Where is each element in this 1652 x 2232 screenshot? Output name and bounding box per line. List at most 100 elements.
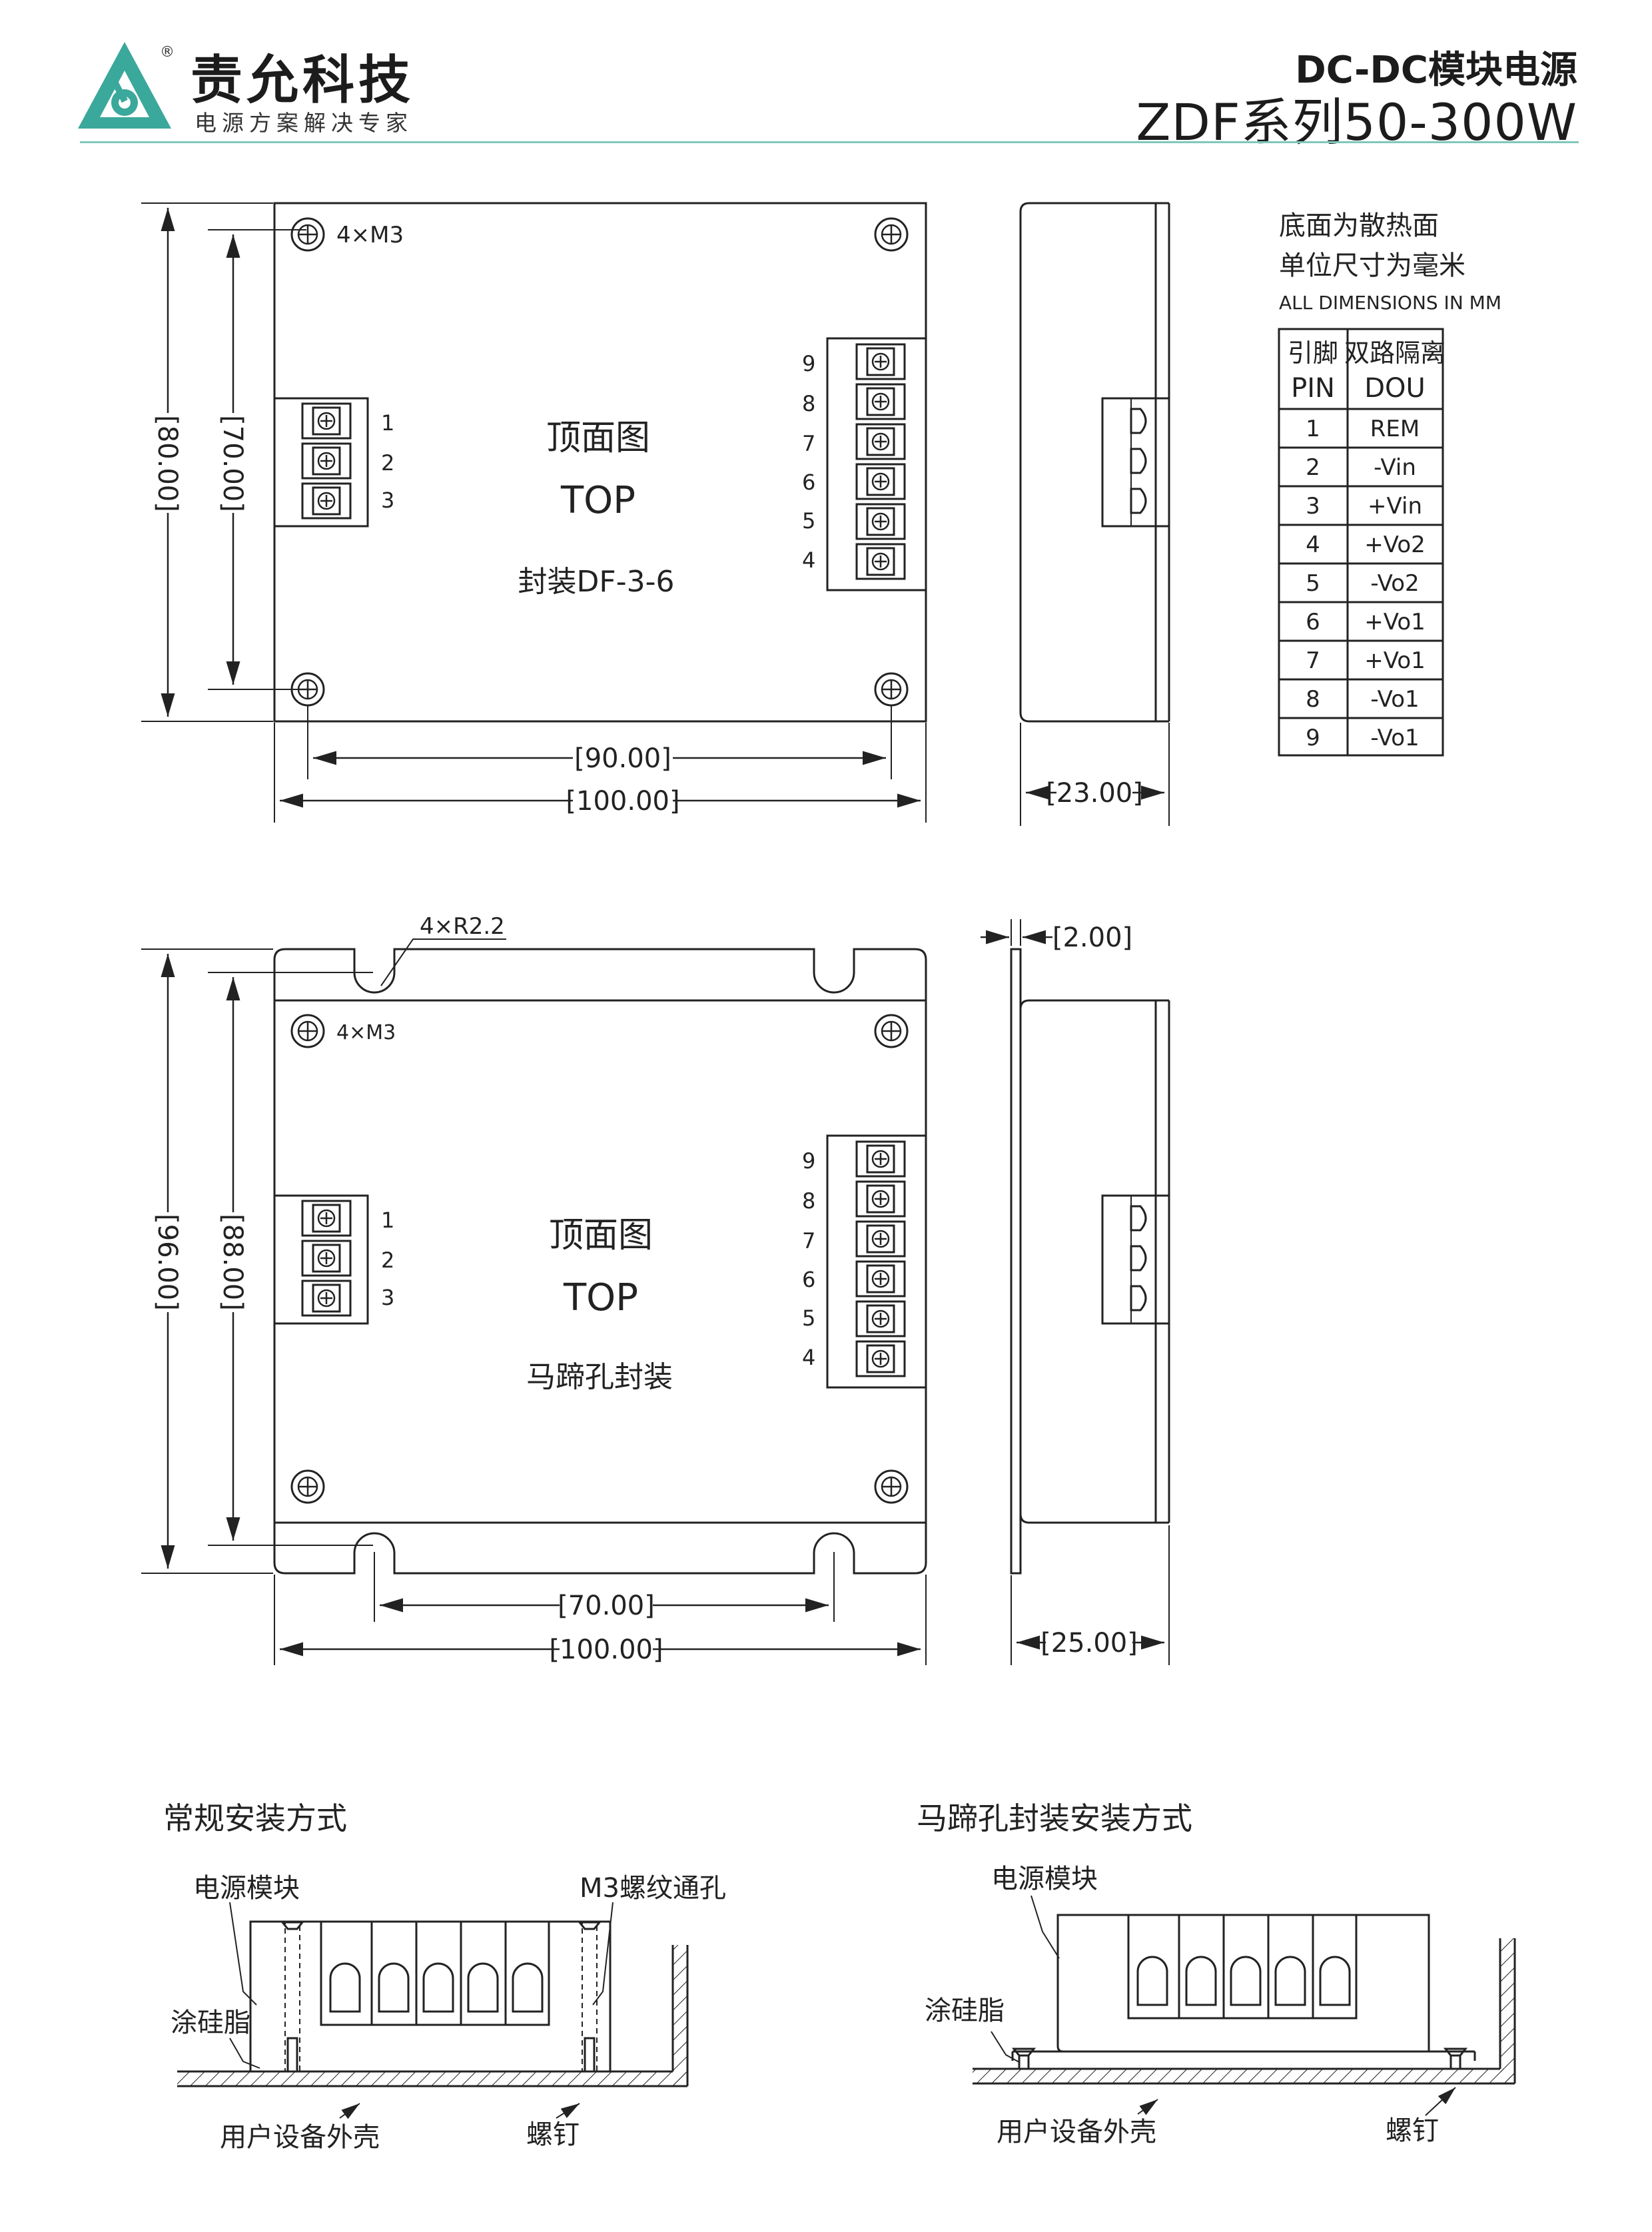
view1-right-terminals xyxy=(855,343,906,580)
view1-dim-height-outer: [80.00] xyxy=(152,415,183,512)
view1-left-terminals xyxy=(301,402,352,520)
pin-table-pin-6: 6 xyxy=(1306,609,1320,635)
pin-table-header-pin-cn: 引脚 xyxy=(1288,338,1338,368)
view1-top-drawing xyxy=(141,202,927,823)
pin-table-func-1: REM xyxy=(1370,416,1420,442)
note-all-dimensions: ALL DIMENSIONS IN MM xyxy=(1279,292,1501,314)
mount-screw-icon xyxy=(874,672,909,707)
pin-table-pin-1: 1 xyxy=(1306,416,1320,442)
brand-logo-icon xyxy=(78,42,171,129)
pin-table: 引脚 PIN 双路隔离 DOU xyxy=(1278,328,1446,757)
view1-screw-label: 4×M3 xyxy=(336,222,404,248)
pin-table-func-9: -Vo1 xyxy=(1370,725,1419,751)
view2-left-pin-1: 1 xyxy=(381,1208,394,1233)
view1-dim-side-depth: [23.00] xyxy=(1046,778,1143,809)
install-regular-title: 常规安装方式 xyxy=(163,1800,347,1836)
pin-table-header-func-cn: 双路隔离 xyxy=(1344,338,1446,368)
view2-dim-flange: [2.00] xyxy=(1052,923,1132,953)
view1-title-en: TOP xyxy=(560,479,635,522)
view1-right-pin-4: 4 xyxy=(802,548,815,573)
view2-right-terminals xyxy=(855,1140,906,1377)
view1-package-name: 封装DF-3-6 xyxy=(518,565,675,599)
install-horseshoe-diagram xyxy=(973,1895,1516,2116)
view2-dim-height-outer: [96.00] xyxy=(152,1214,183,1311)
view1-right-pin-7: 7 xyxy=(802,431,815,456)
view2-left-terminals xyxy=(301,1200,352,1317)
note-heat-surface: 底面为散热面 xyxy=(1279,210,1439,241)
view2-left-pin-2: 2 xyxy=(381,1248,394,1273)
view2-dim-side-depth: [25.00] xyxy=(1040,1628,1138,1659)
view2-right-pin-6: 6 xyxy=(802,1267,815,1292)
view1-left-pin-3: 3 xyxy=(381,488,394,513)
brand-name: 责允科技 xyxy=(191,51,415,111)
view1-right-pin-8: 8 xyxy=(802,391,815,416)
pin-table-func-8: -Vo1 xyxy=(1370,686,1419,713)
view2-side-drawing xyxy=(1010,919,1170,1665)
page-header: ® 责允科技 电源方案解决专家 DC-DC模块电源 ZDF系列50-300W xyxy=(0,0,1652,153)
install-horseshoe-label-case: 用户设备外壳 xyxy=(997,2117,1156,2147)
view1-right-pin-9: 9 xyxy=(802,351,815,376)
pin-table-pin-2: 2 xyxy=(1306,454,1320,481)
view2-screw-label: 4×M3 xyxy=(336,1021,396,1044)
pin-table-func-6: +Vo1 xyxy=(1364,609,1426,635)
view1-dim-width-inner: [90.00] xyxy=(574,743,671,774)
note-units: 单位尺寸为毫米 xyxy=(1279,250,1465,281)
view1-left-pin-2: 2 xyxy=(381,450,394,476)
install-regular-label-screw: 螺钉 xyxy=(526,2119,580,2150)
pin-table-func-3: +Vin xyxy=(1368,493,1422,520)
view2-notch-label: 4×R2.2 xyxy=(420,913,505,940)
pin-table-header-func-en: DOU xyxy=(1364,373,1426,404)
pin-table-pin-4: 4 xyxy=(1306,532,1320,558)
install-horseshoe-label-module: 电源模块 xyxy=(991,1864,1098,1894)
pin-table-func-2: -Vin xyxy=(1374,454,1416,481)
view1-left-pin-1: 1 xyxy=(381,410,394,436)
mount-screw-icon xyxy=(290,217,325,252)
pin-table-func-4: +Vo2 xyxy=(1364,532,1426,558)
view1-right-pin-5: 5 xyxy=(802,508,815,534)
view1-right-pin-6: 6 xyxy=(802,470,815,495)
view2-right-pin-5: 5 xyxy=(802,1305,815,1331)
install-horseshoe-label-screw: 螺钉 xyxy=(1386,2115,1439,2146)
view2-top-drawing xyxy=(141,938,927,1665)
view2-right-pin-8: 8 xyxy=(802,1188,815,1214)
view1-side-drawing xyxy=(1019,202,1170,826)
header-divider xyxy=(80,141,1579,143)
view2-package-name: 马蹄孔封装 xyxy=(526,1360,673,1394)
view1-dim-width-outer: [100.00] xyxy=(566,786,679,817)
view2-dim-width-inner: [70.00] xyxy=(558,1591,655,1621)
pin-table-func-7: +Vo1 xyxy=(1364,647,1426,674)
mount-screw-icon xyxy=(874,1014,909,1048)
pin-table-pin-8: 8 xyxy=(1306,686,1320,713)
pin-table-rows: 1 REM 2 -Vin 3 +Vin 4 +Vo2 5 -Vo2 6 +Vo1 7 +Vo1 8 -Vo1 9… xyxy=(1306,416,1426,751)
view2-right-pin-9: 9 xyxy=(802,1148,815,1174)
registered-mark: ® xyxy=(160,44,175,61)
pin-table-pin-9: 9 xyxy=(1306,725,1320,751)
view2-dim-height-inner: [88.00] xyxy=(217,1214,248,1311)
view2-title: 顶面图 xyxy=(549,1216,653,1256)
install-regular-label-case: 用户设备外壳 xyxy=(220,2122,380,2153)
view1-dim-height-inner: [70.00] xyxy=(217,415,248,512)
install-horseshoe-label-grease: 涂硅脂 xyxy=(925,1996,1005,2026)
mount-screw-icon xyxy=(874,217,909,252)
view2-module-outline xyxy=(273,948,927,1575)
view2-right-pin-7: 7 xyxy=(802,1228,815,1254)
mount-screw-icon xyxy=(874,1469,909,1504)
pin-table-pin-7: 7 xyxy=(1306,647,1320,674)
install-regular-diagram xyxy=(177,1902,689,2119)
mount-screw-icon xyxy=(290,1469,325,1504)
install-horseshoe-title: 马蹄孔封装安装方式 xyxy=(917,1800,1192,1836)
install-regular-label-module: 电源模块 xyxy=(193,1873,300,1904)
view1-title: 顶面图 xyxy=(546,418,650,458)
view2-left-pin-3: 3 xyxy=(381,1285,394,1310)
view2-title-en: TOP xyxy=(563,1276,638,1319)
pin-table-func-5: -Vo2 xyxy=(1370,570,1419,597)
pin-table-pin-3: 3 xyxy=(1306,493,1320,520)
view2-dim-width-outer: [100.00] xyxy=(549,1635,663,1665)
pin-table-pin-5: 5 xyxy=(1306,570,1320,597)
brand-slogan: 电源方案解决专家 xyxy=(195,110,413,136)
view2-right-pin-4: 4 xyxy=(802,1345,815,1370)
mount-screw-icon xyxy=(290,1014,325,1048)
product-type: DC-DC模块电源 xyxy=(1295,49,1577,92)
install-regular-label-hole: M3螺纹通孔 xyxy=(580,1873,726,1904)
